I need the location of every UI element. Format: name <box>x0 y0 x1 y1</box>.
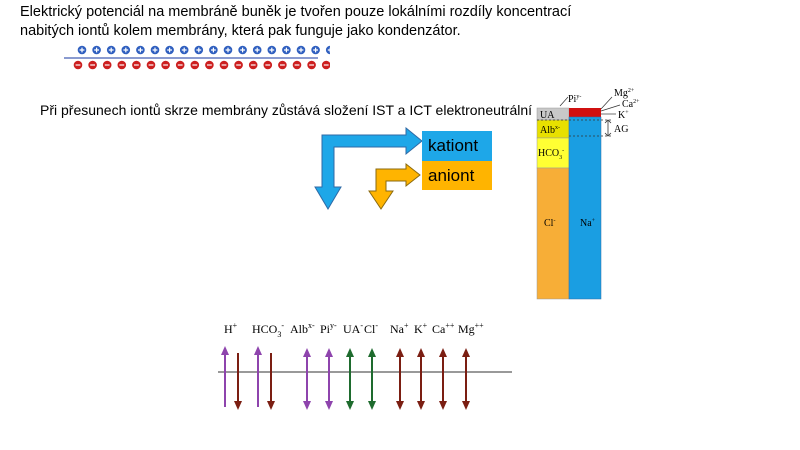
negative-charge-icon <box>102 60 112 70</box>
positive-charge-icon <box>165 45 174 55</box>
negative-charge-icon <box>248 60 258 70</box>
negative-charge-icon <box>234 60 243 70</box>
ion-labels: H+ HCO3- Albx- Piy- UA-Cl- Na+ K+ Ca++Mg++ <box>224 321 484 339</box>
ag-label: AG <box>614 124 628 135</box>
cl-label: Cl- <box>544 218 555 229</box>
ion-label: K+ <box>414 321 428 336</box>
na-label: Na+ <box>580 218 596 229</box>
hco3-segment <box>536 137 570 169</box>
cation-label: kationt <box>428 136 479 155</box>
positive-charge-icon <box>92 45 101 55</box>
k-label: K+ <box>618 110 629 121</box>
positive-charge-icon <box>267 45 277 55</box>
transport-arrow-icon <box>303 348 311 410</box>
transport-arrow-icon <box>234 353 242 410</box>
negative-charge-icon <box>292 60 302 70</box>
transport-arrow-icon <box>254 346 262 407</box>
pi-label: Piy- <box>568 94 581 105</box>
negative-charge-icon <box>88 60 97 70</box>
ion-label: Albx- <box>290 321 315 336</box>
cation-exchange-arrow <box>314 126 423 210</box>
transport-arrow-icon <box>346 348 354 410</box>
positive-charge-icon <box>223 45 233 55</box>
ion-transport-diagram: H+ HCO3- Albx- Piy- UA-Cl- Na+ K+ Ca++Mg++ <box>218 321 512 410</box>
positive-charge-icon <box>179 45 189 55</box>
transport-arrow-icon <box>325 348 333 410</box>
positive-charge-icon <box>252 45 262 55</box>
anion-label: aniont <box>428 165 475 185</box>
transport-arrow-icon <box>462 348 470 410</box>
gamblegram: UA Albx- HCO3- Cl- Na+ Piy- Mg2+ Ca2+ K+… <box>536 88 640 300</box>
anion-exchange-arrow <box>368 162 421 210</box>
negative-charge-icon <box>117 60 127 70</box>
membrane-diagram <box>64 45 330 70</box>
positive-charge-icon <box>150 45 160 55</box>
ion-label: Mg++ <box>458 321 484 336</box>
hco3-label: HCO3- <box>538 148 564 161</box>
na-segment <box>568 116 602 300</box>
electroneutrality-statement: Při přesunech iontů skrze membrány zůstá… <box>40 102 533 118</box>
positive-charge-icon <box>106 45 116 55</box>
transport-arrow-icon <box>396 348 404 410</box>
ca-label: Ca2+ <box>622 99 640 110</box>
negative-charge-icon <box>161 60 170 70</box>
cation-box: kationt <box>422 131 492 161</box>
positive-charge-icon <box>77 45 87 55</box>
ion-label: H+ <box>224 321 238 336</box>
negative-charge-icon <box>278 60 287 70</box>
negative-charge-icon <box>190 60 200 70</box>
negative-charge-icon <box>73 60 83 70</box>
transport-arrow-icon <box>221 346 229 407</box>
transport-arrow-icon <box>368 348 376 410</box>
transport-arrow-icon <box>417 348 425 410</box>
minor-cations-band <box>569 108 601 117</box>
ion-label: UA- <box>343 321 363 336</box>
positive-charge-icon <box>325 45 330 55</box>
positive-charge-icon <box>238 45 247 55</box>
positive-charges-row <box>77 45 330 55</box>
negative-charge-icon <box>321 60 330 70</box>
positive-charge-icon <box>194 45 204 55</box>
transport-arrow-icon <box>439 348 447 410</box>
negative-charges-row <box>73 60 330 70</box>
negative-charge-icon <box>205 60 214 70</box>
positive-charge-icon <box>136 45 145 55</box>
positive-charge-icon <box>121 45 131 55</box>
negative-charge-icon <box>132 60 141 70</box>
positive-charge-icon <box>311 45 320 55</box>
transport-arrow-icon <box>267 353 275 410</box>
ion-label: Piy- <box>320 321 337 336</box>
negative-charge-icon <box>219 60 229 70</box>
exchange-arrows <box>314 126 423 210</box>
negative-charge-icon <box>263 60 273 70</box>
slide-title: Elektrický potenciál na membráně buněk j… <box>20 4 572 39</box>
ion-arrows <box>221 346 470 410</box>
ua-label: UA <box>540 110 555 121</box>
anion-box: aniont <box>422 161 492 190</box>
positive-charge-icon <box>296 45 306 55</box>
alb-label: Albx- <box>540 125 560 136</box>
negative-charge-icon <box>175 60 185 70</box>
negative-charge-icon <box>307 60 316 70</box>
ion-label: Cl- <box>364 321 378 336</box>
ion-label: HCO3- <box>252 321 284 339</box>
ion-label: Na+ <box>390 321 409 336</box>
positive-charge-icon <box>282 45 291 55</box>
positive-charge-icon <box>209 45 218 55</box>
cl-segment <box>536 167 570 300</box>
negative-charge-icon <box>146 60 156 70</box>
mg-label: Mg2+ <box>614 88 635 99</box>
ion-label: Ca++ <box>432 321 455 336</box>
